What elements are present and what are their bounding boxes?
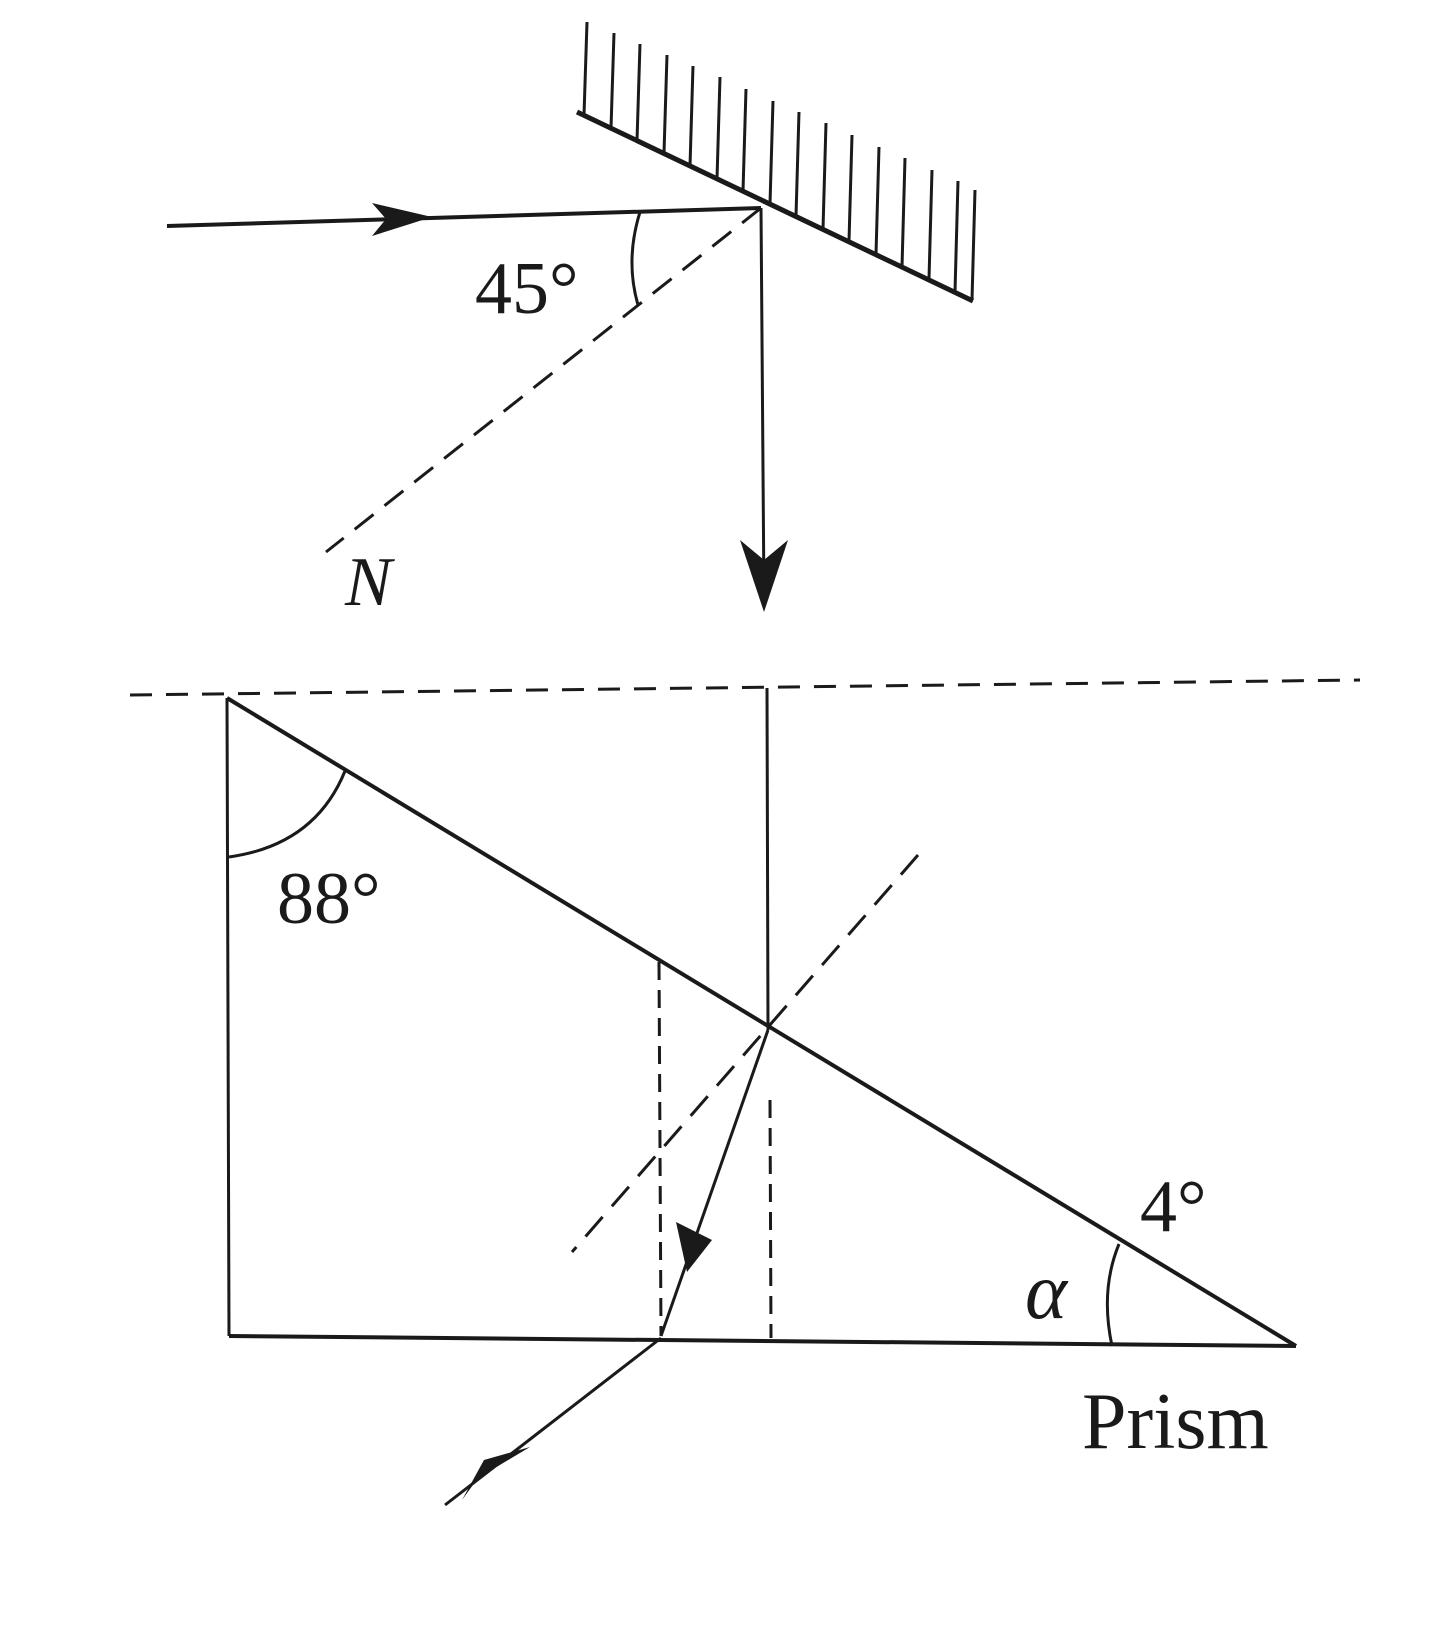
vertical-dashed-right [768, 1099, 773, 1339]
reference-line [129, 678, 1361, 697]
incident-ray [166, 203, 762, 236]
mirror-hatching [582, 21, 977, 301]
top-angle-arc [228, 770, 347, 859]
ray-into-prism [765, 687, 770, 1031]
arrow-right-icon [372, 203, 432, 236]
incident-angle-arc [630, 211, 642, 306]
prism [225, 696, 1298, 1348]
arrow-down-left-icon [676, 1222, 712, 1272]
prism-top-angle-label: 88° [277, 858, 381, 940]
alpha-angle-arc [1105, 1243, 1121, 1347]
refracted-ray [659, 1029, 770, 1337]
normal-label: N [345, 544, 392, 621]
emergent-ray [444, 1336, 662, 1507]
alpha-label: α [1025, 1248, 1067, 1336]
vertical-dashed-left [657, 961, 663, 1337]
hypotenuse-normal [570, 854, 920, 1253]
normal-line [325, 206, 762, 554]
prism-label: Prism [1082, 1378, 1269, 1466]
arrow-emergent-icon [462, 1447, 530, 1500]
arrow-down-icon [740, 540, 788, 612]
reflected-ray [740, 207, 788, 612]
incident-angle-label: 45° [475, 248, 579, 330]
mirror [575, 21, 977, 304]
prism-apex-angle-label: 4° [1140, 1166, 1207, 1248]
